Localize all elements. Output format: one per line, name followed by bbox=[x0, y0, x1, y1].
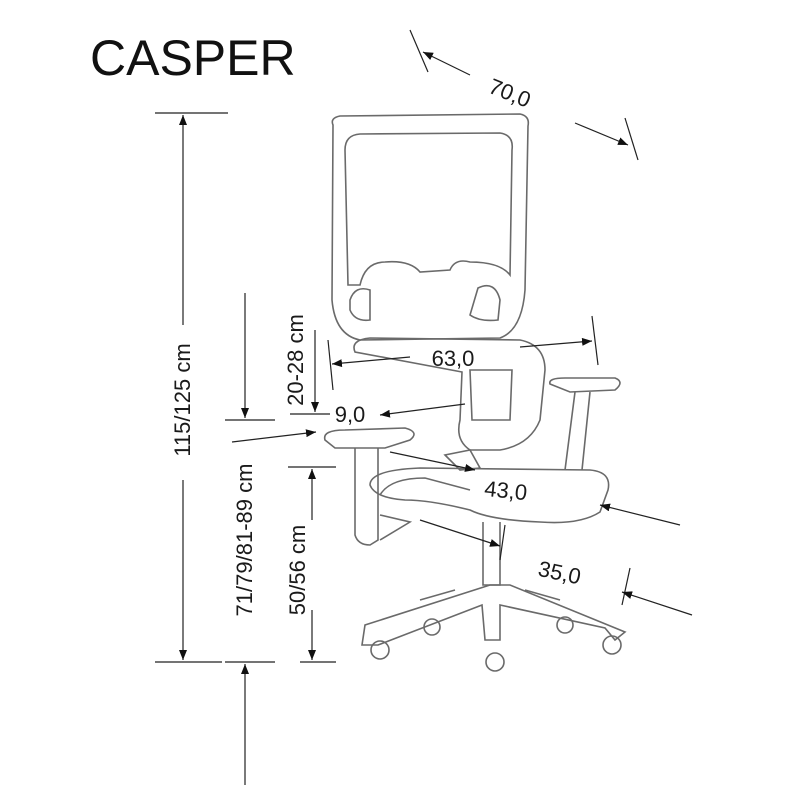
caster bbox=[423, 618, 441, 636]
armrest-offset-dimension: 9,0 bbox=[231, 402, 466, 443]
seat-width-label: 35,0 bbox=[536, 556, 583, 589]
total-height-label: 115/125 cm bbox=[170, 343, 195, 456]
backrest-height-dimension: 20-28 cm bbox=[283, 314, 330, 415]
mechanism bbox=[443, 449, 482, 471]
width-label: 63,0 bbox=[432, 346, 475, 371]
backrest bbox=[331, 113, 530, 341]
seat-width-dimension: 35,0 bbox=[419, 519, 693, 616]
armrest-offset-label: 9,0 bbox=[335, 402, 366, 427]
seat-depth-dimension: 43,0 bbox=[389, 451, 681, 526]
caster bbox=[485, 652, 505, 672]
left-armrest bbox=[323, 427, 415, 449]
right-armrest bbox=[549, 377, 621, 393]
gas-lift bbox=[482, 522, 501, 586]
armrest-height-label: 71/79/81-89 cm bbox=[232, 464, 257, 617]
depth-dimension: 70,0 bbox=[409, 29, 639, 161]
seat-height-dimension: 50/56 cm bbox=[285, 466, 336, 663]
seat bbox=[369, 467, 610, 524]
caster bbox=[370, 640, 390, 660]
lumbar-support bbox=[353, 337, 546, 451]
backrest-height-label: 20-28 cm bbox=[283, 314, 308, 406]
product-title: CASPER bbox=[90, 30, 296, 86]
depth-label: 70,0 bbox=[485, 73, 534, 112]
caster bbox=[602, 635, 622, 655]
base-star bbox=[361, 584, 627, 646]
total-height-dimension: 115/125 cm bbox=[155, 112, 228, 663]
armrest-height-dimension: 71/79/81-89 cm bbox=[225, 293, 275, 785]
chair-drawing bbox=[323, 113, 627, 672]
width-dimension: 63,0 bbox=[327, 315, 599, 391]
seat-depth-label: 43,0 bbox=[483, 476, 528, 505]
backrest-inner bbox=[344, 132, 514, 286]
caster bbox=[556, 616, 574, 634]
seat-height-label: 50/56 cm bbox=[285, 525, 310, 616]
